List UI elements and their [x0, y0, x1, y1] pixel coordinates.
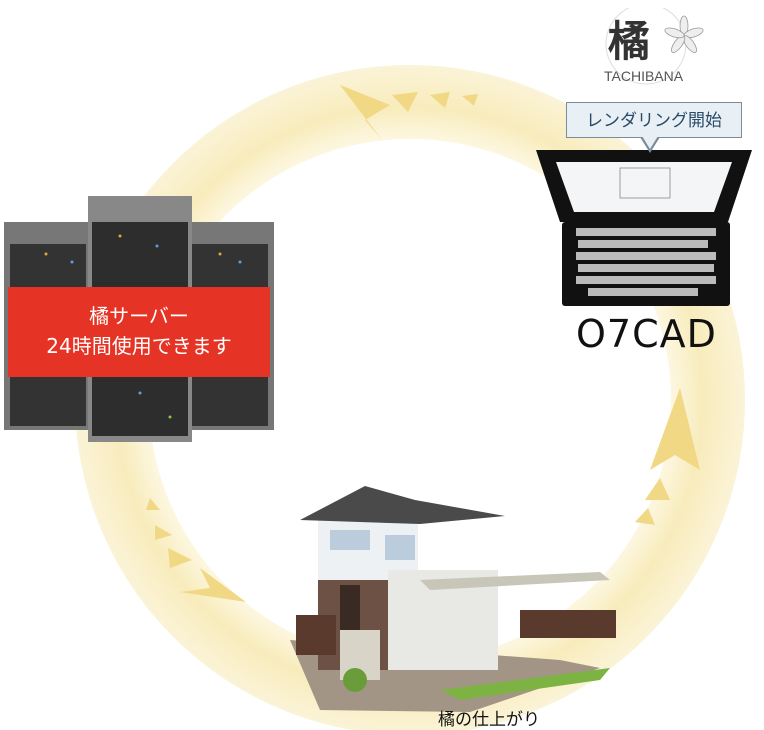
house-caption: 橘の仕上がり — [438, 710, 540, 730]
logo-circle-icon — [605, 8, 704, 85]
arrow-icon — [645, 478, 670, 500]
arrow-icon — [340, 85, 390, 140]
server-banner-subtitle: 24時間使用できます — [46, 334, 232, 358]
server-banner: 橘サーバー 24時間使用できます — [8, 287, 270, 377]
logo-kanji: 橘 — [608, 17, 651, 66]
arrow-group-left — [146, 498, 246, 602]
arrow-icon — [180, 568, 246, 602]
arrow-icon — [392, 92, 418, 112]
tachibana-logo: 橘 TACHIBANA — [600, 8, 706, 92]
bubble-tail-fill — [642, 136, 658, 149]
arrow-icon — [635, 508, 655, 525]
logo-text: TACHIBANA — [604, 68, 684, 84]
arrow-icon — [462, 94, 478, 106]
arrow-icon — [155, 525, 172, 540]
rendering-start-bubble: レンダリング開始 — [566, 102, 742, 138]
arrow-icon — [650, 388, 700, 470]
house-image — [290, 486, 616, 712]
laptop — [536, 150, 752, 306]
arrow-icon — [146, 498, 160, 510]
o7cad-label: O7CAD — [576, 312, 717, 356]
server-banner-title: 橘サーバー — [89, 304, 189, 328]
arrow-group-right — [635, 388, 700, 525]
arrow-icon — [168, 548, 192, 568]
arrow-icon — [430, 92, 450, 108]
arrow-group-top — [340, 85, 478, 140]
